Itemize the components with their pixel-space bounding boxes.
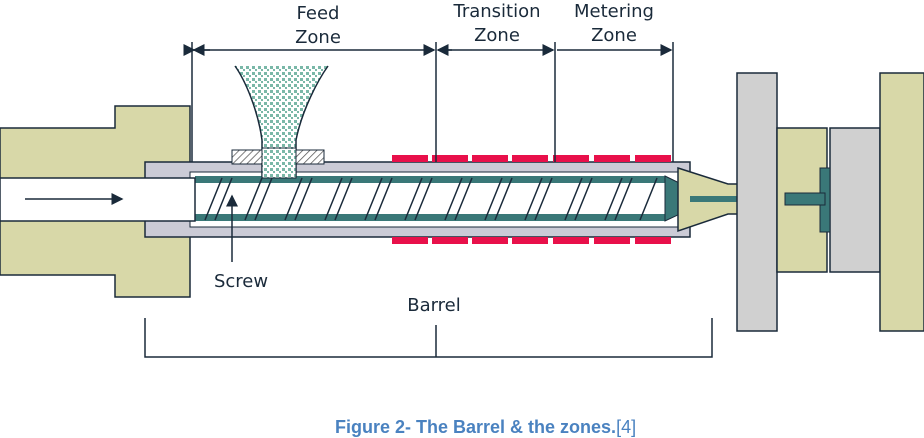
mold-platen-moving (879, 72, 924, 332)
transition-zone-label-2: Zone (474, 25, 520, 46)
metering-zone-label-2: Zone (591, 25, 637, 46)
transition-zone-label-1: Transition (452, 1, 540, 22)
metering-zone-label-1: Metering (574, 1, 654, 22)
caption-text: Figure 2- The Barrel & the zones. (335, 417, 616, 437)
screw-root-bottom (195, 214, 665, 221)
zone-dimension-lines (183, 42, 674, 162)
mold-platen-fixed (736, 72, 778, 332)
sprue (784, 192, 826, 206)
screw-root (195, 176, 665, 183)
heater-bands (392, 155, 671, 244)
barrel-bracket (144, 318, 713, 358)
figure-caption: Figure 2- The Barrel & the zones.[4] (335, 417, 636, 437)
screw-flights (204, 177, 658, 221)
caption-reference: [4] (616, 417, 636, 437)
screw-label: Screw (214, 271, 268, 292)
barrel-label: Barrel (407, 295, 461, 316)
hopper-throat (261, 147, 297, 179)
feed-zone-label-1: Feed (297, 3, 340, 24)
feed-zone-label-2: Zone (295, 27, 341, 48)
mold-half-right (829, 127, 881, 273)
